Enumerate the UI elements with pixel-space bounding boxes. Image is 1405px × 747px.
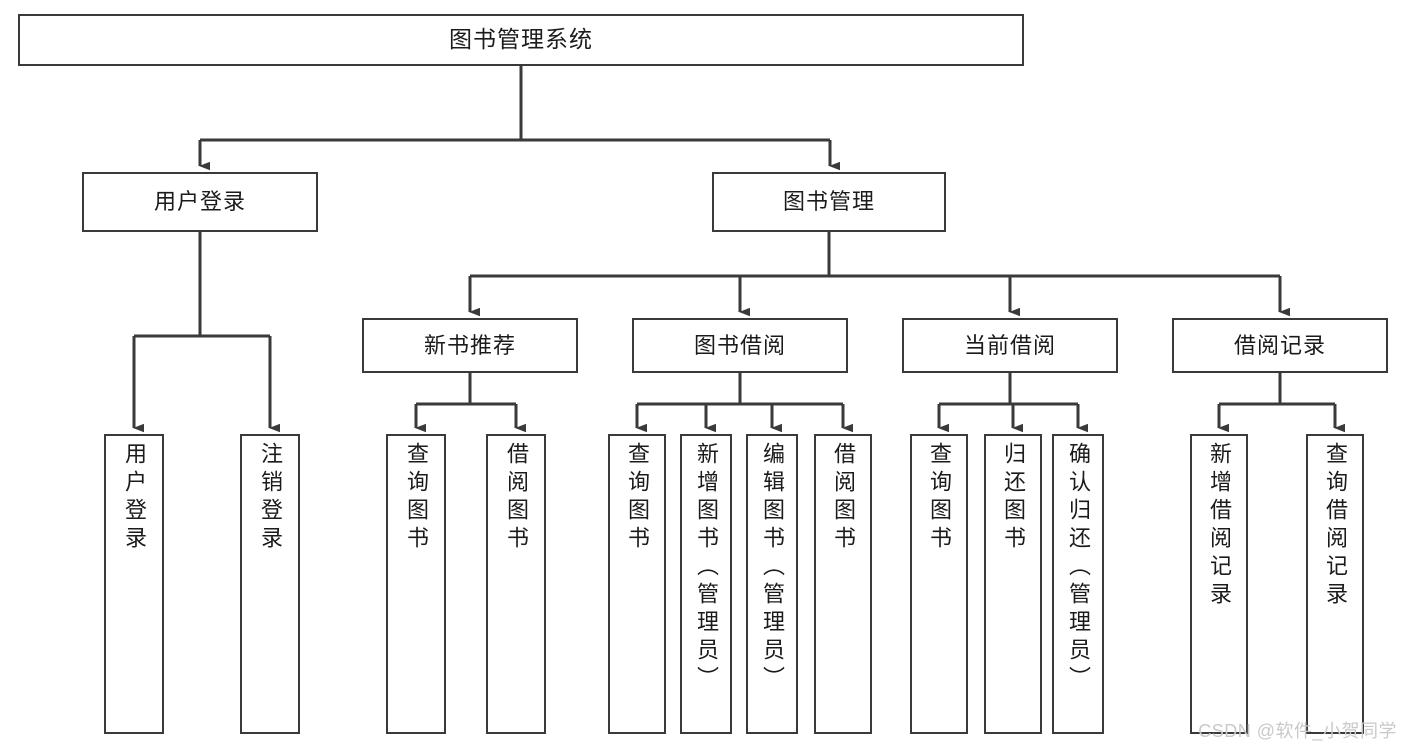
node-leaf-return-book[interactable]: 归还图书 — [984, 434, 1042, 734]
node-leaf-edit-book-label: 编辑图书（管理员） — [760, 442, 785, 694]
node-leaf-borrow-book-2[interactable]: 借阅图书 — [814, 434, 872, 734]
node-leaf-query-book-2[interactable]: 查询图书 — [608, 434, 666, 734]
node-leaf-logout[interactable]: 注销登录 — [240, 434, 300, 734]
node-new-book-rec-label: 新书推荐 — [423, 332, 516, 358]
node-leaf-query-book-1-label: 查询图书 — [404, 442, 429, 554]
node-book-manage[interactable]: 图书管理 — [712, 172, 946, 232]
node-borrow-record-label: 借阅记录 — [1233, 332, 1326, 358]
node-leaf-borrow-book-1-label: 借阅图书 — [504, 442, 529, 554]
node-current-borrow-label: 当前借阅 — [963, 332, 1056, 358]
node-leaf-query-record[interactable]: 查询借阅记录 — [1306, 434, 1364, 734]
node-leaf-query-book-1[interactable]: 查询图书 — [386, 434, 446, 734]
node-leaf-edit-book[interactable]: 编辑图书（管理员） — [746, 434, 798, 734]
node-book-manage-label: 图书管理 — [782, 189, 875, 215]
node-leaf-user-login[interactable]: 用户登录 — [104, 434, 164, 734]
node-leaf-add-book-label: 新增图书（管理员） — [694, 442, 719, 694]
node-leaf-user-login-label: 用户登录 — [122, 442, 147, 554]
node-leaf-query-book-2-label: 查询图书 — [625, 442, 650, 554]
node-user-login-label: 用户登录 — [153, 189, 246, 215]
node-user-login[interactable]: 用户登录 — [82, 172, 318, 232]
node-book-borrow[interactable]: 图书借阅 — [632, 318, 848, 373]
node-borrow-record[interactable]: 借阅记录 — [1172, 318, 1388, 373]
node-root[interactable]: 图书管理系统 — [18, 14, 1024, 66]
node-leaf-borrow-book-2-label: 借阅图书 — [831, 442, 856, 554]
node-leaf-add-book[interactable]: 新增图书（管理员） — [680, 434, 732, 734]
node-book-borrow-label: 图书借阅 — [693, 332, 786, 358]
node-root-label: 图书管理系统 — [449, 26, 593, 53]
node-leaf-query-record-label: 查询借阅记录 — [1323, 442, 1348, 610]
node-leaf-query-book-3-label: 查询图书 — [927, 442, 952, 554]
node-leaf-add-record-label: 新增借阅记录 — [1207, 442, 1232, 610]
node-leaf-add-record[interactable]: 新增借阅记录 — [1190, 434, 1248, 734]
csdn-watermark: CSDN @软件_小贺同学 — [1198, 721, 1397, 741]
node-current-borrow[interactable]: 当前借阅 — [902, 318, 1118, 373]
node-leaf-logout-label: 注销登录 — [258, 442, 283, 554]
node-leaf-confirm-return-label: 确认归还（管理员） — [1066, 442, 1091, 694]
node-leaf-query-book-3[interactable]: 查询图书 — [910, 434, 968, 734]
node-leaf-confirm-return[interactable]: 确认归还（管理员） — [1052, 434, 1104, 734]
node-new-book-rec[interactable]: 新书推荐 — [362, 318, 578, 373]
node-leaf-return-book-label: 归还图书 — [1001, 442, 1026, 554]
node-leaf-borrow-book-1[interactable]: 借阅图书 — [486, 434, 546, 734]
